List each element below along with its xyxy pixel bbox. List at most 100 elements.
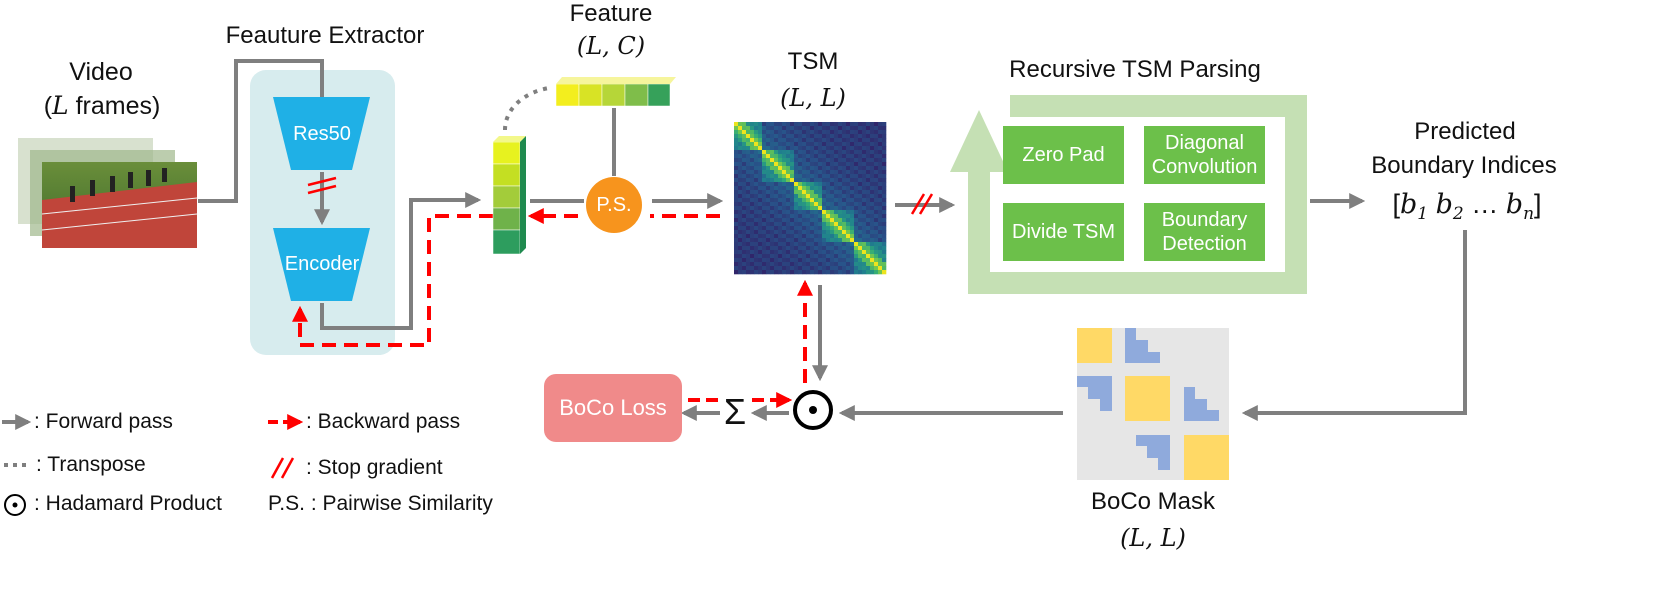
tsm-cell	[762, 186, 767, 191]
tsm-cell	[774, 170, 779, 175]
tsm-cell	[882, 222, 887, 227]
diagonal-convolution-line1: Diagonal	[1165, 132, 1244, 154]
tsm-cell	[842, 158, 847, 163]
tsm-cell	[834, 214, 839, 219]
tsm-cell	[758, 246, 763, 251]
tsm-cell	[862, 170, 867, 175]
tsm-cell	[770, 202, 775, 207]
tsm-cell	[858, 234, 863, 239]
tsm-cell	[770, 134, 775, 139]
tsm-cell	[870, 266, 875, 271]
tsm-cell	[866, 254, 871, 259]
tsm-cell	[850, 182, 855, 187]
tsm-cell	[742, 134, 747, 139]
tsm-cell	[734, 174, 739, 179]
tsm-cell	[878, 194, 883, 199]
tsm-cell	[838, 166, 843, 171]
tsm-cell	[750, 258, 755, 263]
tsm-cell	[878, 186, 883, 191]
tsm-cell	[802, 170, 807, 175]
tsm-cell	[738, 194, 743, 199]
tsm-cell	[774, 254, 779, 259]
tsm-cell	[778, 230, 783, 235]
tsm-cell	[782, 138, 787, 143]
tsm-cell	[838, 246, 843, 251]
tsm-cell	[838, 254, 843, 259]
tsm-cell	[866, 214, 871, 219]
tsm-cell	[810, 162, 815, 167]
tsm-cell	[766, 250, 771, 255]
tsm-cell	[842, 258, 847, 263]
tsm-cell	[746, 142, 751, 147]
tsm-cell	[782, 218, 787, 223]
tsm-cell	[830, 230, 835, 235]
tsm-cell	[758, 134, 763, 139]
tsm-cell	[742, 254, 747, 259]
tsm-cell	[874, 222, 879, 227]
tsm-cell	[838, 242, 843, 247]
tsm-cell	[738, 190, 743, 195]
tsm-cell	[834, 142, 839, 147]
tsm-cell	[814, 210, 819, 215]
tsm-cell	[842, 130, 847, 135]
tsm-cell	[790, 198, 795, 203]
res50-block	[273, 97, 370, 170]
tsm-cell	[874, 238, 879, 243]
tsm-cell	[866, 210, 871, 215]
tsm-cell	[746, 222, 751, 227]
tsm-cell	[754, 202, 759, 207]
tsm-cell	[806, 210, 811, 215]
tsm-cell	[854, 150, 859, 155]
tsm-cell	[754, 170, 759, 175]
tsm-cell	[810, 170, 815, 175]
boco-mask	[1077, 328, 1229, 480]
tsm-cell	[878, 218, 883, 223]
tsm-cell	[746, 202, 751, 207]
tsm-cell	[750, 122, 755, 127]
tsm-cell	[734, 254, 739, 259]
tsm-cell	[846, 258, 851, 263]
tsm-cell	[778, 146, 783, 151]
tsm-cell	[814, 170, 819, 175]
tsm-cell	[854, 122, 859, 127]
tsm-cell	[862, 238, 867, 243]
tsm-cell	[794, 130, 799, 135]
tsm-cell	[746, 250, 751, 255]
tsm-cell	[870, 242, 875, 247]
tsm-cell	[782, 122, 787, 127]
tsm-cell	[850, 190, 855, 195]
tsm-cell	[738, 122, 743, 127]
tsm-cell	[798, 174, 803, 179]
tsm-cell	[830, 186, 835, 191]
tsm-cell	[762, 230, 767, 235]
tsm-cell	[782, 174, 787, 179]
tsm-cell	[754, 138, 759, 143]
tsm-cell	[790, 230, 795, 235]
tsm-cell	[746, 174, 751, 179]
tsm-cell	[866, 234, 871, 239]
tsm-cell	[878, 270, 883, 275]
tsm-cell	[806, 238, 811, 243]
tsm-cell	[742, 262, 747, 267]
tsm-cell	[842, 170, 847, 175]
tsm-cell	[822, 226, 827, 231]
tsm-cell	[842, 142, 847, 147]
tsm-cell	[870, 158, 875, 163]
tsm-cell	[878, 162, 883, 167]
tsm-cell	[826, 126, 831, 131]
tsm-cell	[834, 186, 839, 191]
tsm-cell	[778, 186, 783, 191]
tsm-cell	[878, 134, 883, 139]
tsm-cell	[798, 158, 803, 163]
tsm-cell	[814, 226, 819, 231]
tsm-cell	[850, 138, 855, 143]
tsm-cell	[798, 262, 803, 267]
tsm-cell	[874, 126, 879, 131]
tsm-cell	[806, 130, 811, 135]
tsm-cell	[874, 250, 879, 255]
tsm-cell	[742, 174, 747, 179]
tsm-cell	[834, 146, 839, 151]
tsm-cell	[822, 202, 827, 207]
tsm-cell	[870, 210, 875, 215]
tsm-cell	[810, 142, 815, 147]
